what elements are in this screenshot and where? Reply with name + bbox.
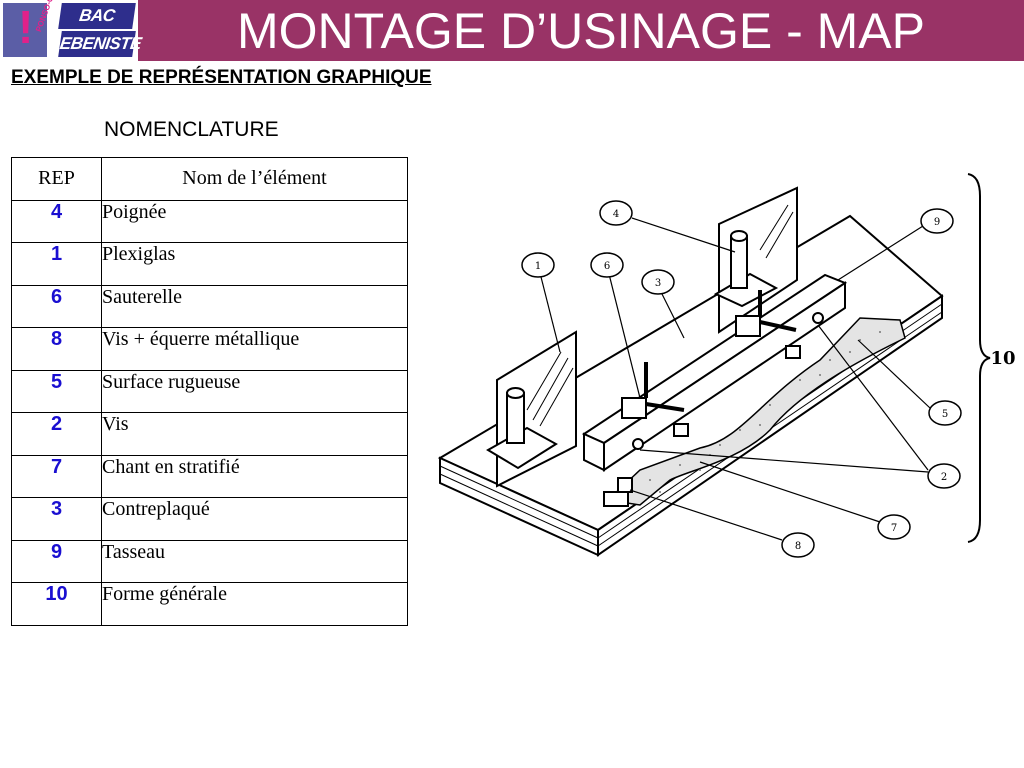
logo-line-1: BAC PRO xyxy=(58,3,136,51)
rep-cell: 6 xyxy=(11,284,102,328)
header-rep: REP xyxy=(11,157,102,201)
rep-cell: 1 xyxy=(11,242,102,286)
table-row: 7 Chant en stratifié xyxy=(11,454,408,498)
logo-line-2: EBENISTE xyxy=(58,31,142,57)
plexiglas-hatching xyxy=(526,351,574,427)
header-name: Nom de l’élément xyxy=(101,157,408,201)
toggle-clamp xyxy=(735,290,801,359)
callout-label: 8 xyxy=(795,541,801,552)
name-cell: Tasseau xyxy=(101,539,408,583)
rep-cell: 2 xyxy=(11,412,102,456)
name-cell: Sauterelle xyxy=(101,284,408,328)
callout-label: 9 xyxy=(934,217,940,228)
brace-label: 10 xyxy=(990,348,1015,369)
callout-4: 4 xyxy=(599,200,633,226)
nomenclature-title: NOMENCLATURE xyxy=(104,118,279,141)
screw xyxy=(812,312,824,324)
jig-drawing: 4 9 1 6 3 5 2 7 8 10 xyxy=(437,173,1016,558)
callout-label: 3 xyxy=(655,278,661,289)
table-row: 10 Forme générale xyxy=(11,582,408,626)
handle-left xyxy=(486,387,558,470)
table-row: 4 Poignée xyxy=(11,199,408,243)
rep-cell: 3 xyxy=(11,497,102,541)
table-row: 9 Tasseau xyxy=(11,539,408,583)
nomenclature-table: REP Nom de l’élément 4 Poignée 1 Plexigl… xyxy=(11,157,408,626)
rep-cell: 8 xyxy=(11,327,102,371)
logo-background xyxy=(3,3,47,57)
batten-side xyxy=(603,281,846,472)
rep-cell: 9 xyxy=(11,539,102,583)
brace xyxy=(967,173,991,543)
page-title: MONTAGE D’USINAGE - MAP xyxy=(236,3,925,59)
angle-bracket xyxy=(603,477,633,507)
rep-cell: 4 xyxy=(11,199,102,243)
callout-1: 1 xyxy=(521,252,555,278)
plexiglas-hatching xyxy=(759,204,794,259)
leader-lines xyxy=(539,217,931,541)
callout-7: 7 xyxy=(877,514,911,540)
plywood-layer xyxy=(439,465,599,539)
rough-surface xyxy=(606,317,906,506)
name-cell: Surface rugueuse xyxy=(101,369,408,413)
name-cell: Contreplaqué xyxy=(101,497,408,541)
name-cell: Forme générale xyxy=(101,582,408,626)
rough-surface-texture xyxy=(649,331,881,493)
plywood-layer xyxy=(439,473,599,547)
callout-label: 4 xyxy=(613,209,619,220)
rep-cell: 10 xyxy=(11,582,102,626)
name-cell: Vis + équerre métallique xyxy=(101,327,408,371)
name-cell: Plexiglas xyxy=(101,242,408,286)
callout-label: 1 xyxy=(535,261,541,272)
screw xyxy=(632,438,644,450)
callout-6: 6 xyxy=(590,252,624,278)
name-cell: Vis xyxy=(101,412,408,456)
callout-8: 8 xyxy=(781,532,815,558)
logo-exclamation: ! xyxy=(18,1,34,53)
handle-right xyxy=(713,230,779,308)
callout-9: 9 xyxy=(920,208,954,234)
callout-2: 2 xyxy=(927,463,961,489)
callout-label: 5 xyxy=(942,409,948,420)
callout-label: 6 xyxy=(604,261,610,272)
callout-5: 5 xyxy=(928,400,962,426)
header-banner: ! PONSO-CHAPUIS BAC PRO EBENISTE MONTAGE… xyxy=(0,0,1024,61)
table-header-row: REP Nom de l’élément xyxy=(11,157,408,201)
table-row: 5 Surface rugueuse xyxy=(11,369,408,413)
table-row: 2 Vis xyxy=(11,412,408,456)
name-cell: Chant en stratifié xyxy=(101,454,408,498)
table-row: 3 Contreplaqué xyxy=(11,497,408,541)
callout-label: 7 xyxy=(891,523,897,534)
table-row: 8 Vis + équerre métallique xyxy=(11,327,408,371)
rep-cell: 7 xyxy=(11,454,102,498)
table-row: 6 Sauterelle xyxy=(11,284,408,328)
rep-cell: 5 xyxy=(11,369,102,413)
callout-3: 3 xyxy=(641,269,675,295)
logo: ! PONSO-CHAPUIS BAC PRO EBENISTE xyxy=(0,0,142,61)
section-subtitle: EXEMPLE DE REPRÉSENTATION GRAPHIQUE xyxy=(11,67,432,88)
callout-label: 2 xyxy=(941,472,947,483)
toggle-clamp xyxy=(621,362,689,437)
table-row: 1 Plexiglas xyxy=(11,242,408,286)
name-cell: Poignée xyxy=(101,199,408,243)
